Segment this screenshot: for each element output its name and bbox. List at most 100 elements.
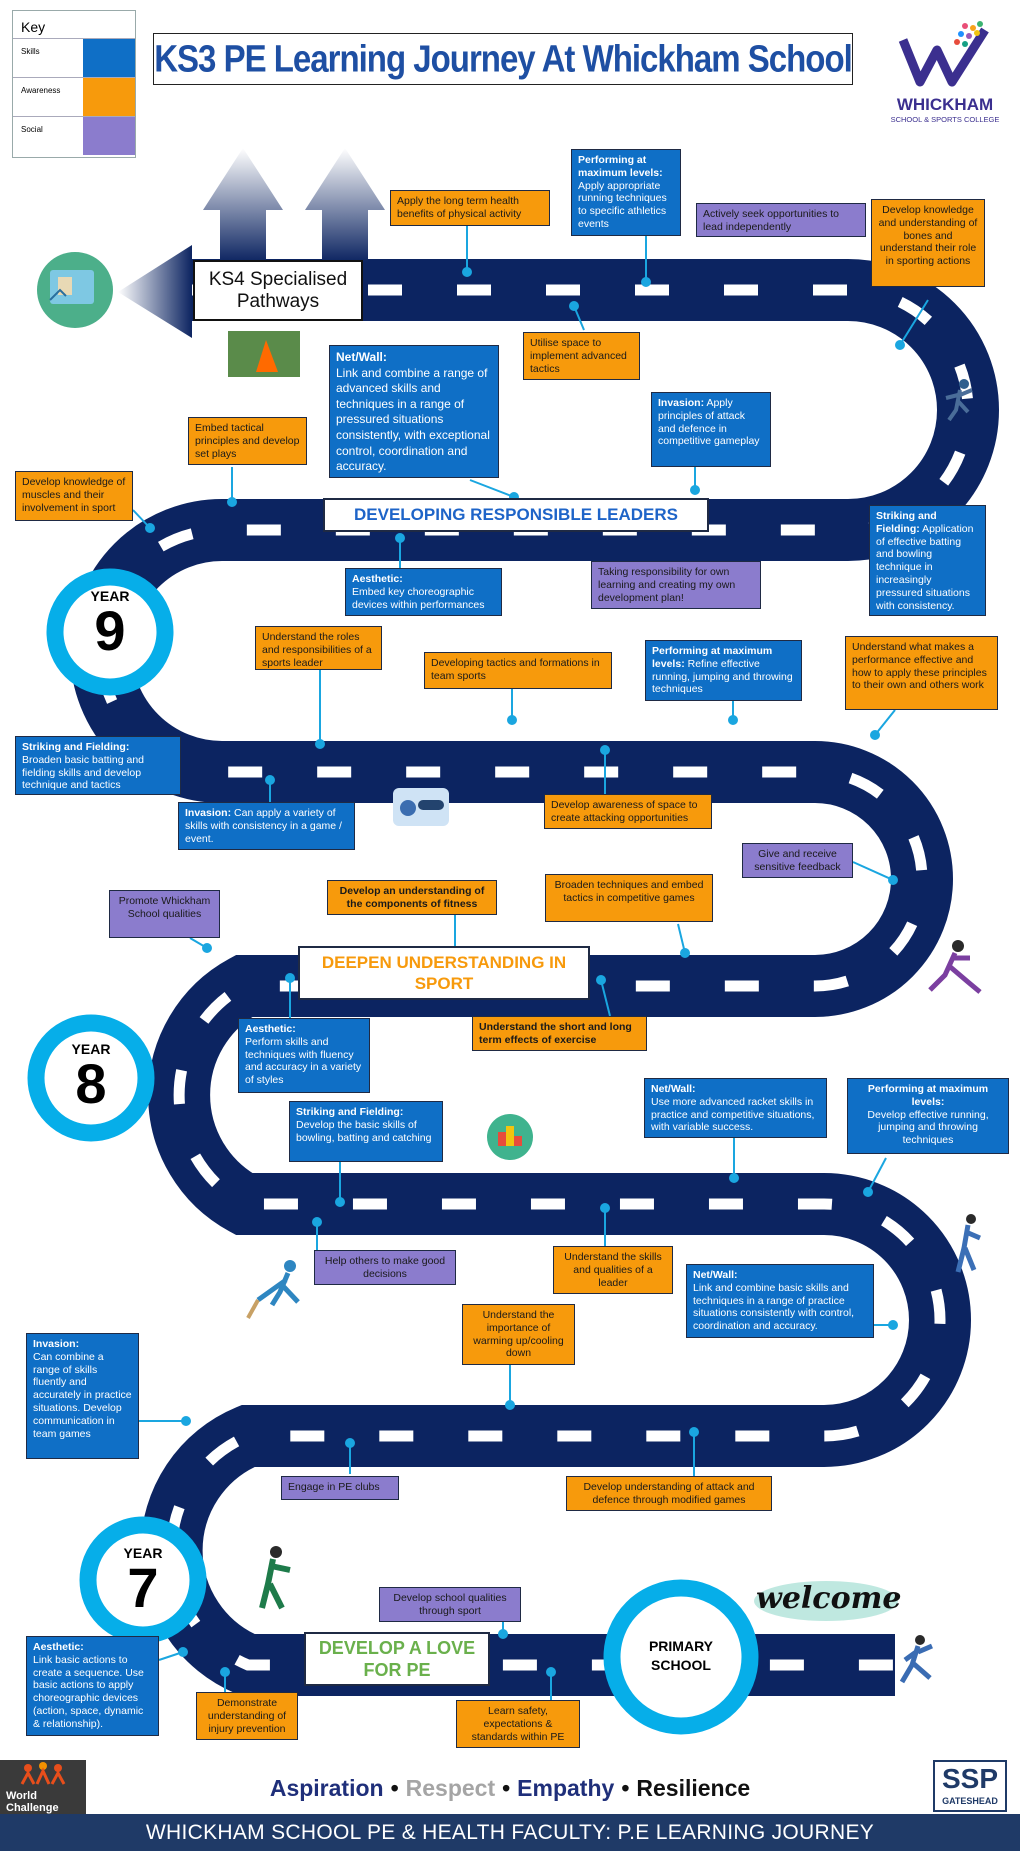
card-aesthetic-fluency: Aesthetic:Perform skills and techniques … [238,1018,370,1093]
card-text: Develop effective running, jumping and t… [867,1108,989,1147]
runner-icon [945,379,973,422]
card-text: Develop understanding of attack and defe… [583,1481,755,1506]
card-effects-exercise: Understand the short and long term effec… [472,1016,647,1051]
ssp-text: SSP [941,1763,999,1794]
up-arrow-icon [305,148,385,262]
card-aesthetic-basic: Aesthetic:Link basic actions to create a… [26,1636,159,1736]
card-text: Apply appropriate running techniques to … [578,179,667,230]
legend-label: Awareness [21,86,61,95]
card-text: Use more advanced racket skills in pract… [651,1095,815,1134]
card-promote-qualities: Promote Whickham School qualities [109,890,220,938]
card-qualities-leader: Understand the skills and qualities of a… [553,1246,673,1294]
legend-title: Key [13,11,135,39]
card-text: Develop knowledge and understanding of b… [878,204,978,268]
card-heading: Net/Wall: [693,1269,738,1281]
card-heading: Invasion: [658,397,705,409]
bullet-separator: • [502,1774,511,1801]
legend-swatch [83,39,135,77]
legend-key: Key Skills Awareness Social [12,10,136,158]
passport-icon [37,252,113,328]
logo-name: WHICKHAM [896,95,994,114]
card-heading: Invasion: [33,1338,80,1350]
ks4-arrows [118,148,385,338]
values-bar: Aspiration• Respect• Empathy• Resilience [0,1762,1020,1814]
year-8-ring [27,1014,155,1142]
card-text: Broaden techniques and embed tactics in … [554,879,704,904]
develop-love-sign: DEVELOP A LOVE FOR PE [304,1632,490,1686]
card-invasion-variety: Invasion: Can apply a variety of skills … [178,802,355,850]
legend-label: Skills [21,47,40,56]
card-striking-fielding-y9: Striking and Fielding: Application of ef… [869,505,986,616]
card-utilise-space: Utilise space to implement advanced tact… [523,332,640,380]
value-empathy: Empathy [517,1774,615,1801]
card-text: Develop school qualities through sport [393,1592,507,1617]
card-text: Understand the short and long term effec… [479,1021,632,1046]
card-text: Develop knowledge of muscles and their i… [22,476,126,514]
card-text: Learn safety, expectations & standards w… [471,1705,565,1743]
welcome-splash [754,1581,898,1621]
card-netwall-advanced: Net/Wall:Link and combine a range of adv… [329,345,499,478]
card-text: Demonstrate understanding of injury prev… [207,1697,287,1735]
legend-swatch [83,78,135,116]
primary-school-ring [603,1579,759,1735]
year-9-caption: YEAR [90,588,130,604]
card-text: Help others to make good decisions [324,1255,446,1280]
card-feedback: Give and receive sensitive feedback [742,843,853,878]
card-muscles: Develop knowledge of muscles and their i… [15,471,133,521]
card-text: Link and combine a range of advanced ski… [336,365,490,474]
card-text: Application of effective batting and bow… [876,522,974,612]
legend-row-social: Social [13,117,135,155]
card-heading: Striking and Fielding: [876,510,937,535]
card-text: Refine effective running, jumping and th… [652,657,793,696]
card-text: Link basic actions to create a sequence.… [33,1653,144,1730]
card-school-qualities: Develop school qualities through sport [379,1587,521,1622]
primary-school-label: PRIMARY SCHOOL [648,1638,714,1673]
card-heading: Aesthetic: [352,573,403,585]
card-text: Apply principles of attack and defence i… [658,397,760,448]
card-text: Can combine a range of skills fluently a… [33,1350,132,1440]
card-text: Perform skills and techniques with fluen… [245,1035,362,1087]
card-text: Link and combine basic skills and techni… [693,1281,855,1333]
up-arrow-icon [203,148,283,262]
value-aspiration: Aspiration [269,1774,384,1801]
card-invasion-combine: Invasion:Can combine a range of skills f… [26,1333,139,1459]
ssp-subtext: GATESHEAD [942,1795,998,1806]
ssp-gateshead-logo: SSP GATESHEAD [933,1760,1007,1812]
card-invasion-attack-defence: Invasion: Apply principles of attack and… [651,392,771,467]
card-lead-independently: Actively seek opportunities to lead inde… [696,203,866,237]
football-cone-icon [228,331,300,377]
whickham-logo: WHICKHAM SCHOOL & SPORTS COLLEGE [885,20,1005,125]
world-challenge-logo: World Challenge [0,1760,86,1816]
card-performing-max-refine: Performing at maximum levels: Refine eff… [645,640,802,701]
card-heading: Striking and Fielding: [296,1106,404,1118]
sprinter-icon [928,940,982,994]
card-text: Understand the skills and qualities of a… [564,1251,662,1289]
welcome-text: welcome [756,1581,902,1616]
card-text: Taking responsibility for own learning a… [598,566,736,604]
card-modified-games: Develop understanding of attack and defe… [566,1476,772,1511]
card-sports-leader: Understand the roles and responsibilitie… [255,626,382,670]
left-arrow-icon [118,245,192,338]
equipment-icon [393,788,449,826]
legend-row-skills: Skills [13,39,135,78]
value-respect: Respect [405,1774,496,1801]
card-text: Give and receive sensitive feedback [754,848,841,873]
logo-subtitle: SCHOOL & SPORTS COLLEGE [890,115,1000,124]
card-text: Can apply a variety of skills with consi… [185,807,342,845]
card-text: Broaden basic batting and fielding skill… [22,753,145,792]
year-7-number: 7 [127,1556,159,1619]
legend-label: Social [21,125,43,134]
whickham-logo-icon [898,21,989,87]
ks4-pathways-sign: KS4 Specialised Pathways [193,260,363,321]
year-7-caption: YEAR [123,1545,163,1561]
year-9-ring [46,568,174,696]
card-text: Actively seek opportunities to lead inde… [703,208,839,233]
card-tactical-principles: Embed tactical principles and develop se… [188,417,307,465]
card-heading: Performing at maximum levels: [652,645,773,670]
card-heading: Invasion: [185,807,232,819]
card-striking-fielding-y7: Striking and Fielding:Develop the basic … [289,1101,443,1162]
card-text: Promote Whickham School qualities [118,895,211,920]
card-performing-max-athletics: Performing at maximum levels:Apply appro… [571,149,681,236]
card-bones: Develop knowledge and understanding of b… [871,199,985,287]
